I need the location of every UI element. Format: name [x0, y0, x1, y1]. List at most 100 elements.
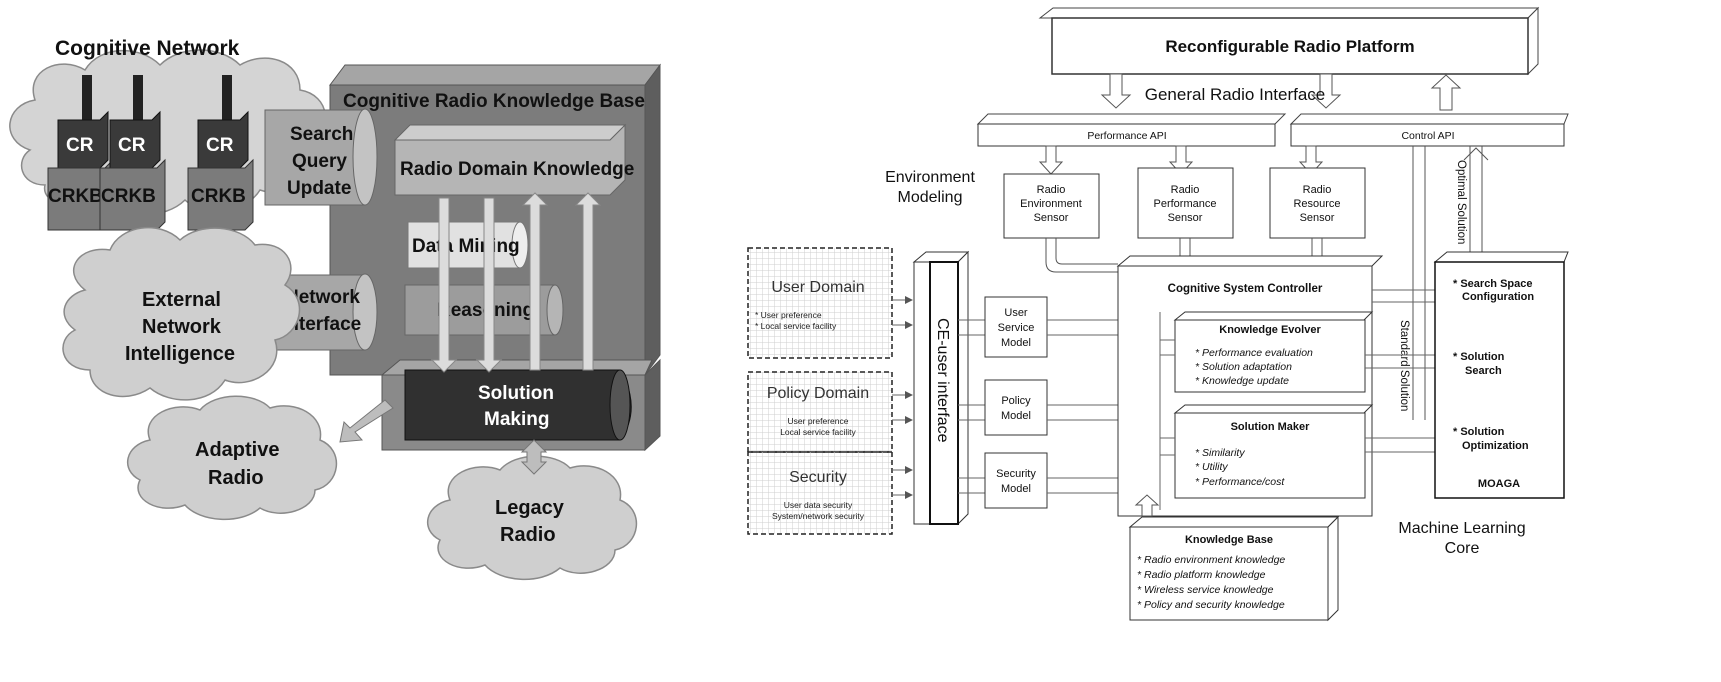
knowledge-evolver: Knowledge Evolver: [1219, 324, 1321, 336]
security-model-line2: Model: [1001, 483, 1031, 495]
cr-node-2: CR CRKB: [99, 75, 166, 231]
making-label: Making: [484, 409, 549, 430]
policy-domain-item-2: Local service facility: [780, 427, 856, 437]
ce-user-interface: CE-user interface: [934, 318, 951, 443]
kb-block-side: [644, 63, 661, 377]
external-label: External: [142, 289, 221, 311]
radio-env-line2: Environment: [1020, 198, 1082, 210]
cognitive-network-title: Cognitive Network: [55, 37, 240, 60]
kb-item-4: * Policy and security knowledge: [1137, 599, 1285, 611]
cr-node-1: CR CRKB: [47, 75, 114, 231]
usm-line3: Model: [1001, 337, 1031, 349]
user-domain-item-2: * Local service facility: [755, 321, 837, 331]
policy-model-line2: Model: [1001, 410, 1031, 422]
sm-item-2: * Utility: [1195, 461, 1228, 473]
policy-model-line1: Policy: [1001, 395, 1031, 407]
policy-domain: Policy Domain: [767, 385, 869, 402]
solution-maker: Solution Maker: [1231, 421, 1311, 433]
adaptive-arrow: [339, 399, 394, 443]
kb-block-top: [329, 64, 661, 86]
radio-domain-knowledge: Radio Domain Knowledge: [400, 159, 634, 180]
cr-label-3: CR: [206, 135, 234, 156]
sm-item-1: * Similarity: [1195, 447, 1245, 459]
adaptive-radio-label: Radio: [208, 467, 264, 489]
control-api: Control API: [1401, 130, 1454, 142]
usm-line2: Service: [998, 322, 1035, 334]
solution-pipes: [1412, 146, 1489, 420]
kb-item-1: * Radio environment knowledge: [1137, 554, 1285, 566]
crkb-label-2: CRKB: [101, 186, 156, 207]
user-domain-box: [747, 247, 893, 359]
solution-label: Solution: [478, 383, 554, 404]
security-domain: Security: [789, 469, 847, 486]
cr-label-2: CR: [118, 135, 146, 156]
radio-environment-sensor-box: [1003, 173, 1100, 239]
user-service-model-box: [984, 296, 1048, 358]
security-model-box: [984, 452, 1048, 509]
cr-node-3: CR CRKB: [187, 75, 254, 231]
domain-arrows: [892, 296, 913, 499]
left-diagram: Cognitive Network CR CRKB CR CRKB CR CRK…: [9, 37, 661, 580]
sensor-pipes: [1045, 238, 1323, 273]
csc-internal-connectors: [1159, 289, 1435, 510]
ce-user-interface-box: [913, 261, 931, 525]
right-diagram: Reconfigurable Radio Platform General Ra…: [747, 6, 1569, 622]
policy-domain-item-1: User preference: [788, 416, 849, 426]
legacy-radio-label: Radio: [500, 524, 556, 546]
adaptive-radio-cloud: [126, 395, 337, 520]
security-model-line1: Security: [996, 468, 1036, 480]
ke-item-1: * Performance evaluation: [1195, 347, 1313, 359]
cr-label-1: CR: [66, 135, 94, 156]
user-domain-item-1: * User preference: [755, 310, 822, 320]
security-item-2: System/network security: [772, 511, 865, 521]
radio-env-line1: Radio: [1037, 184, 1066, 196]
legacy-label: Legacy: [495, 497, 565, 519]
radio-res-line3: Sensor: [1300, 212, 1335, 224]
kb-internal-arrows: [430, 192, 602, 373]
kb-item-3: * Wireless service knowledge: [1137, 584, 1274, 596]
usm-line1: User: [1004, 307, 1028, 319]
platform-arrows: [1100, 73, 1462, 111]
cognitive-system-controller: Cognitive System Controller: [1168, 283, 1323, 295]
search-space-label: * Search Space: [1453, 278, 1533, 290]
policy-model-box: [984, 379, 1048, 436]
reconfigurable-radio-platform: Reconfigurable Radio Platform: [1165, 37, 1414, 56]
solution-maker-box: [1174, 412, 1366, 499]
modeling-label: Modeling: [898, 189, 963, 206]
environment-label: Environment: [885, 169, 975, 186]
kb-title: Cognitive Radio Knowledge Base: [343, 91, 645, 112]
optimization-label: Optimization: [1462, 440, 1529, 452]
radio-res-line1: Radio: [1303, 184, 1332, 196]
knowledge-evolver-box: [1174, 319, 1366, 393]
optimal-solution: Optimal Solution: [1455, 160, 1467, 244]
search-label-2: Search: [1465, 365, 1502, 377]
solution-opt-label-1: * Solution: [1453, 426, 1505, 438]
knowledge-base: Knowledge Base: [1185, 534, 1273, 546]
moaga-label: MOAGA: [1478, 478, 1520, 490]
reconfigurable-radio-platform-box: [1051, 17, 1529, 75]
sm-item-3: * Performance/cost: [1195, 476, 1285, 488]
radio-res-line2: Resource: [1293, 198, 1340, 210]
legacy-arrow: [520, 439, 548, 475]
general-radio-interface: General Radio Interface: [1145, 85, 1326, 104]
adaptive-label: Adaptive: [195, 439, 279, 461]
legacy-radio-cloud: [426, 455, 637, 580]
solution-search-label-1: * Solution: [1453, 351, 1505, 363]
radio-resource-sensor-box: [1269, 167, 1366, 239]
core-label: Core: [1445, 540, 1480, 557]
crkb-label-3: CRKB: [191, 186, 246, 207]
control-api-box: [1290, 123, 1565, 147]
search-label: Search: [290, 124, 353, 145]
radio-perf-line3: Sensor: [1168, 212, 1203, 224]
data-mining: Data Mining: [412, 236, 520, 257]
user-domain: User Domain: [771, 279, 864, 296]
performance-api-box: [977, 123, 1276, 147]
ke-item-3: * Knowledge update: [1195, 375, 1289, 387]
ke-item-2: * Solution adaptation: [1195, 361, 1292, 373]
security-item-1: User data security: [784, 500, 853, 510]
external-network-intelligence-cloud: [62, 226, 301, 401]
network-intel-label: Network: [142, 316, 222, 338]
kb-item-2: * Radio platform knowledge: [1137, 569, 1266, 581]
policy-domain-box: [747, 371, 893, 453]
radio-perf-line1: Radio: [1171, 184, 1200, 196]
